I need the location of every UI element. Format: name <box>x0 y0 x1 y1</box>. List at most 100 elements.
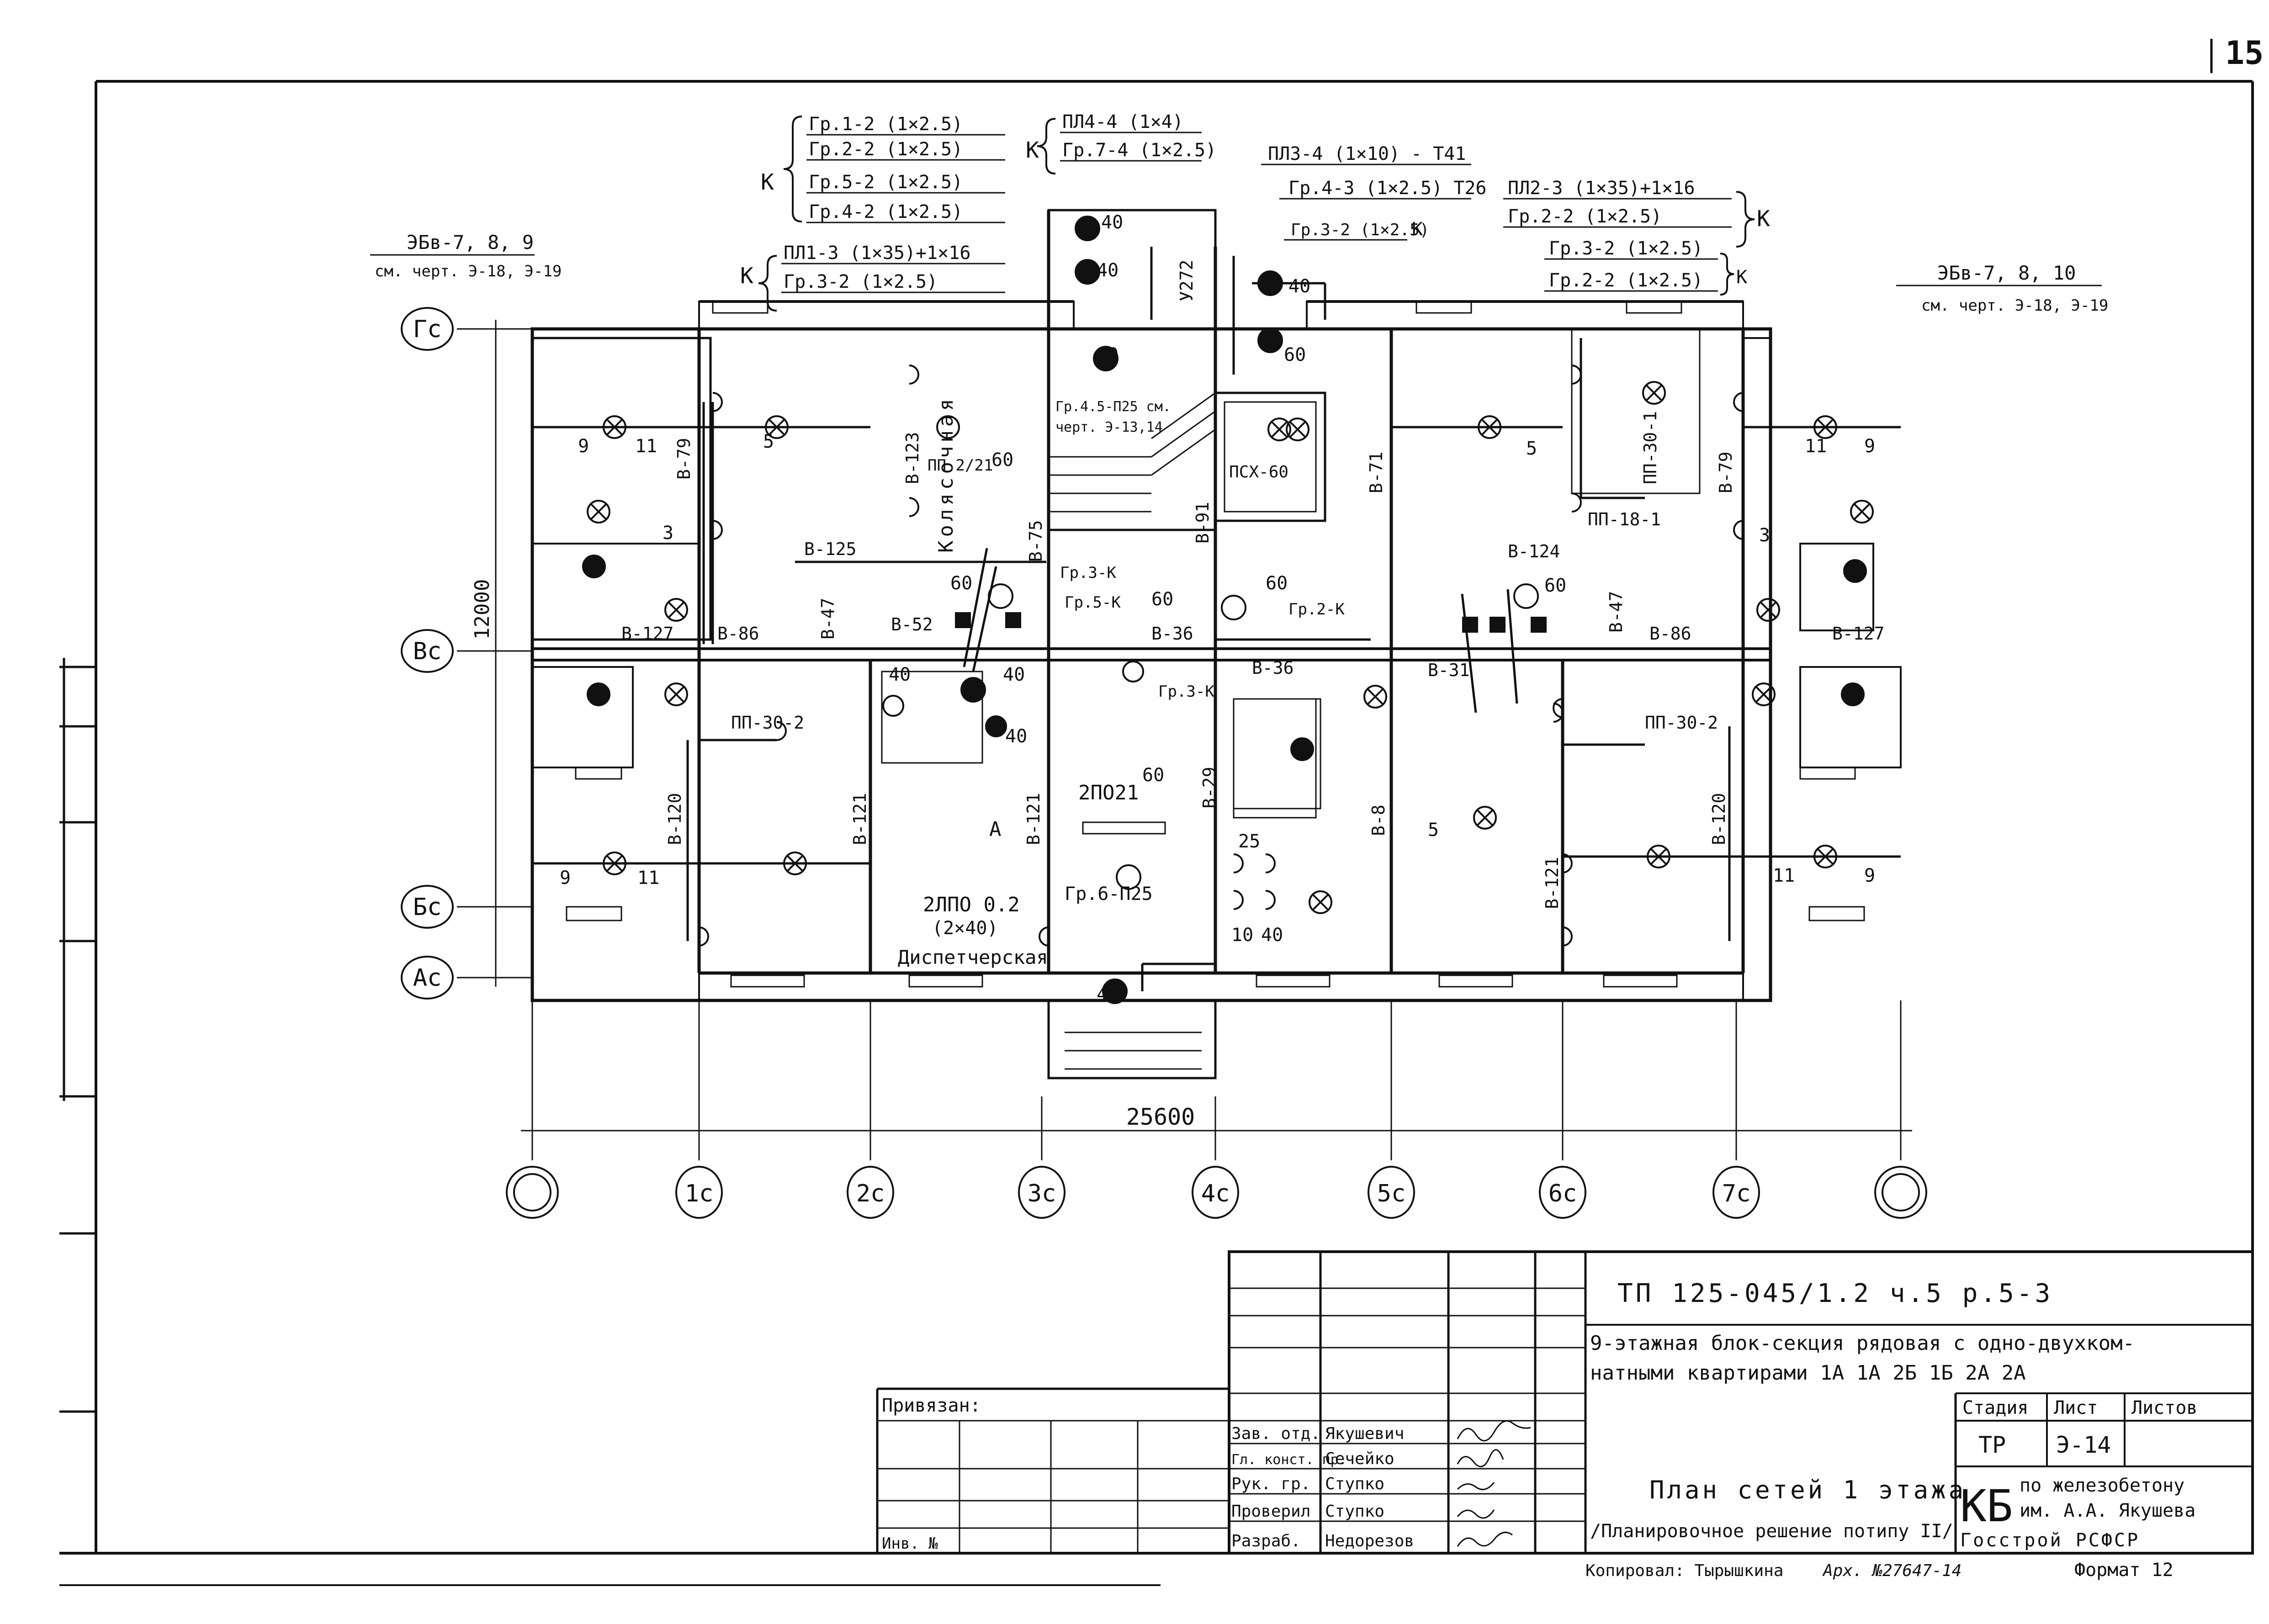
svg-text:В-125: В-125 <box>804 539 856 559</box>
dimension-total: 25600 <box>1126 1104 1195 1130</box>
axis-bubble-6c: 6с <box>1539 1166 1586 1219</box>
svg-text:черт. Э-13,14: черт. Э-13,14 <box>1055 419 1163 435</box>
svg-text:Проверил: Проверил <box>1231 1502 1310 1521</box>
svg-text:2ПО21: 2ПО21 <box>1078 781 1139 804</box>
svg-text:60: 60 <box>991 450 1013 471</box>
svg-text:40: 40 <box>1097 344 1119 365</box>
svg-text:60: 60 <box>1266 573 1288 594</box>
svg-text:5с: 5с <box>1377 1180 1406 1207</box>
svg-text:В-121: В-121 <box>1542 857 1562 909</box>
svg-text:В-79: В-79 <box>674 438 694 480</box>
svg-text:В-31: В-31 <box>1428 660 1470 680</box>
svg-text:Гр.4-3 (1×2.5) Т26: Гр.4-3 (1×2.5) Т26 <box>1288 178 1486 199</box>
axis-bubble-1c: 1с <box>675 1166 723 1219</box>
svg-text:6с: 6с <box>1548 1180 1577 1207</box>
svg-text:60: 60 <box>1284 344 1306 365</box>
svg-text:3с: 3с <box>1028 1180 1056 1207</box>
svg-text:В-36: В-36 <box>1252 658 1294 678</box>
svg-text:Сечейко: Сечейко <box>1325 1449 1394 1468</box>
svg-text:1с: 1с <box>685 1180 714 1207</box>
svg-text:В-75: В-75 <box>1026 520 1046 562</box>
svg-text:ПП-18-1: ПП-18-1 <box>1588 509 1661 529</box>
svg-text:К: К <box>761 169 774 195</box>
svg-text:4с: 4с <box>1201 1180 1230 1207</box>
svg-text:Гр.5-2 (1×2.5): Гр.5-2 (1×2.5) <box>809 172 963 193</box>
svg-text:В-47: В-47 <box>818 598 838 640</box>
description-line1: 9-этажная блок-секция рядовая с одно-дву… <box>1590 1332 2135 1355</box>
svg-text:В-121: В-121 <box>1023 793 1044 845</box>
lamp-fixtures <box>587 381 1874 914</box>
row-axis-markers: Гс Вс Бс Ас <box>401 307 532 1000</box>
svg-text:11: 11 <box>1773 865 1795 886</box>
svg-text:В-120: В-120 <box>1709 793 1729 845</box>
org-logo: КБ <box>1960 1481 2013 1532</box>
axis-bubble-4c: 4с <box>1192 1166 1239 1219</box>
svg-text:Ступко: Ступко <box>1325 1502 1384 1521</box>
svg-text:ПП 2/21: ПП 2/21 <box>928 456 993 475</box>
svg-text:Зав. отд.: Зав. отд. <box>1231 1424 1320 1443</box>
svg-text:9: 9 <box>578 436 589 457</box>
svg-text:ЭБв-7, 8, 10: ЭБв-7, 8, 10 <box>1937 262 2076 284</box>
page-number: 15 <box>2225 34 2264 72</box>
header-sheet: Лист <box>2054 1397 2098 1418</box>
svg-text:11: 11 <box>1805 436 1827 457</box>
callout-center-top: К ПЛ4-4 (1×4) Гр.7-4 (1×2.5) <box>1026 111 1216 175</box>
svg-text:3: 3 <box>663 523 673 544</box>
svg-text:ПЛ4-4 (1×4): ПЛ4-4 (1×4) <box>1062 111 1183 132</box>
svg-text:Гр.3-К: Гр.3-К <box>1158 682 1214 701</box>
callout-center-right: ПЛ3-4 (1×10) - Т41 Гр.4-3 (1×2.5) Т26 Гр… <box>1261 143 1486 241</box>
archive-number: Арх. №27647-14 <box>1822 1561 1962 1580</box>
org-line3: Госстрой РСФСР <box>1960 1530 2140 1551</box>
svg-text:40: 40 <box>1288 276 1310 297</box>
svg-text:Рук. гр.: Рук. гр. <box>1231 1475 1310 1493</box>
svg-text:7с: 7с <box>1722 1180 1751 1207</box>
copied-by: Копировал: Тырышкина <box>1585 1561 1783 1580</box>
axis-bubble-col-0 <box>506 1166 559 1219</box>
svg-text:Вс: Вс <box>413 638 442 665</box>
axis-bubble-Vc: Вс <box>401 629 454 673</box>
group-numbers: 9 11 5 3 11 9 5 3 9 11 5 11 9 <box>560 431 1875 889</box>
svg-text:В-79: В-79 <box>1716 451 1736 493</box>
svg-text:В-36: В-36 <box>1151 624 1193 644</box>
svg-text:см. черт. Э-18, Э-19: см. черт. Э-18, Э-19 <box>1921 296 2108 315</box>
svg-text:ПЛ1-3 (1×35)+1×16: ПЛ1-3 (1×35)+1×16 <box>784 243 970 264</box>
svg-text:Ас: Ас <box>413 964 442 992</box>
svg-text:К: К <box>1736 267 1747 288</box>
svg-text:В-71: В-71 <box>1366 451 1386 493</box>
lamp-wattages: 40 40 40 60 60 60 60 60 40 40 40 40 60 2… <box>889 212 1566 1005</box>
svg-text:60: 60 <box>1544 575 1566 596</box>
svg-text:Колясочная: Колясочная <box>934 395 958 553</box>
axis-bubble-Ac: Ас <box>401 956 454 1000</box>
axis-bubble-2c: 2с <box>847 1166 894 1219</box>
svg-text:Гр.2-2 (1×2.5): Гр.2-2 (1×2.5) <box>1549 270 1703 291</box>
svg-text:Гр.4.5-П25 см.: Гр.4.5-П25 см. <box>1055 399 1171 415</box>
svg-text:ЭБв-7, 8, 9: ЭБв-7, 8, 9 <box>407 231 534 254</box>
svg-text:ПП-30-2: ПП-30-2 <box>1645 713 1718 733</box>
svg-text:Разраб.: Разраб. <box>1231 1532 1301 1550</box>
header-sheets-total: Листов <box>2131 1397 2198 1418</box>
sheet-number: Э-14 <box>2056 1432 2111 1458</box>
svg-text:В-86: В-86 <box>1649 624 1691 644</box>
binding-margin <box>59 658 96 1413</box>
svg-text:Гр.3-2 (1×2.5): Гр.3-2 (1×2.5) <box>1291 221 1429 239</box>
svg-text:60: 60 <box>1142 765 1164 786</box>
description-line2: натными квартирами 1А 1А 2Б 1Б 2А 2А <box>1590 1361 2026 1385</box>
svg-text:5: 5 <box>1526 438 1537 459</box>
svg-text:В-120: В-120 <box>665 793 685 845</box>
svg-text:60: 60 <box>950 573 972 594</box>
handwritten-signatures <box>1457 1420 1531 1547</box>
height-dimension: 12000 <box>471 320 497 987</box>
svg-text:К: К <box>740 263 753 289</box>
axis-bubble-7c: 7с <box>1712 1166 1760 1219</box>
svg-text:40: 40 <box>1097 260 1119 281</box>
svg-text:9: 9 <box>1864 865 1875 886</box>
building-walls <box>530 209 1902 1079</box>
org-line2: им. А.А. Якушева <box>2020 1500 2195 1521</box>
svg-text:10: 10 <box>1231 925 1253 946</box>
svg-text:ПП-30-2: ПП-30-2 <box>731 713 804 733</box>
svg-text:2с: 2с <box>856 1180 885 1207</box>
sheet-title: План сетей 1 этажа <box>1649 1476 1966 1504</box>
svg-text:Гр.3-К: Гр.3-К <box>1060 564 1116 582</box>
svg-text:5: 5 <box>763 431 774 452</box>
axis-bubble-Gc: Гс <box>401 307 454 351</box>
